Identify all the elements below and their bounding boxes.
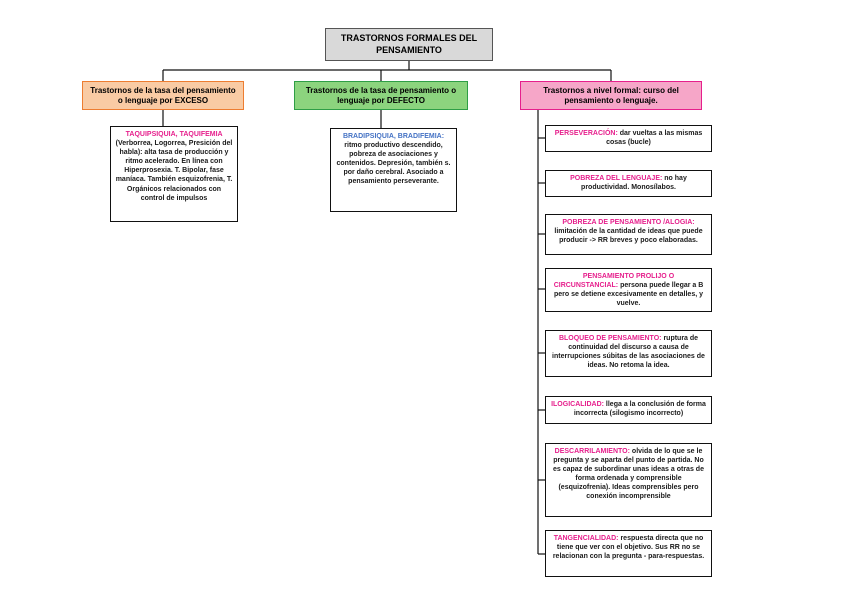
leaf-pensamiento-prolijo-title: PENSAMIENTO PROLIJO O CIRCUNSTANCIAL:: [553, 273, 675, 290]
root-node-label: TRASTORNOS FORMALES DEL PENSAMIENTO: [340, 33, 478, 55]
leaf-bradipsiquia-body: ritmo productivo descendido, pobreza de …: [336, 142, 451, 186]
leaf-taquipsiquia-title: TAQUIPSIQUIA, TAQUIFEMIA: [125, 131, 223, 138]
leaf-tangencialidad-title: TANGENCIALIDAD:: [553, 535, 619, 542]
branch-formal-label: Trastornos a nivel formal: curso del pen…: [543, 85, 679, 105]
leaf-pobreza-pensamiento-title: POBREZA DE PENSAMIENTO /ALOGIA:: [562, 219, 695, 226]
leaf-node-taquipsiquia: TAQUIPSIQUIA, TAQUIFEMIA (Verborrea, Log…: [110, 126, 238, 222]
leaf-node-pobreza-lenguaje: POBREZA DEL LENGUAJE: no hay productivid…: [545, 170, 712, 197]
leaf-pobreza-lenguaje-body: no hay productividad. Monosílabos.: [581, 175, 687, 192]
leaf-node-perseveracion: PERSEVERACIÓN: dar vueltas a las mismas …: [545, 125, 712, 152]
leaf-perseveracion-title: PERSEVERACIÓN:: [554, 130, 618, 137]
leaf-descarrilamiento-title: DESCARRILAMIENTO:: [554, 448, 630, 455]
leaf-pensamiento-prolijo-body: persona puede llegar a B pero se detiene…: [553, 282, 704, 308]
leaf-ilogicalidad-body: llega a la conclusión de forma incorrect…: [573, 401, 706, 418]
leaf-pobreza-pensamiento-body: limitación de la cantidad de ideas que p…: [554, 228, 703, 245]
leaf-bloqueo-title: BLOQUEO DE PENSAMIENTO:: [558, 335, 662, 342]
leaf-node-ilogicalidad: ILOGICALIDAD: llega a la conclusión de f…: [545, 396, 712, 424]
leaf-perseveracion-body: dar vueltas a las mismas cosas (bucle): [606, 130, 703, 147]
leaf-node-bloqueo: BLOQUEO DE PENSAMIENTO: ruptura de conti…: [545, 330, 712, 377]
leaf-descarrilamiento-body: olvida de lo que se le pregunta y se apa…: [553, 448, 704, 501]
branch-node-defecto: Trastornos de la tasa de pensamiento o l…: [294, 81, 468, 110]
branch-defecto-label: Trastornos de la tasa de pensamiento o l…: [305, 85, 457, 105]
leaf-node-bradipsiquia: BRADIPSIQUIA, BRADIFEMIA: ritmo producti…: [330, 128, 457, 212]
branch-node-exceso: Trastornos de la tasa del pensamiento o …: [82, 81, 244, 110]
leaf-node-tangencialidad: TANGENCIALIDAD: respuesta directa que no…: [545, 530, 712, 577]
leaf-ilogicalidad-title: ILOGICALIDAD:: [551, 401, 604, 408]
branch-node-formal: Trastornos a nivel formal: curso del pen…: [520, 81, 702, 110]
leaf-bloqueo-body: ruptura de continuidad del discurso a ca…: [552, 335, 705, 370]
leaf-node-pobreza-pensamiento: POBREZA DE PENSAMIENTO /ALOGIA: limitaci…: [545, 214, 712, 255]
leaf-tangencialidad-body: respuesta directa que no tiene que ver c…: [552, 535, 705, 561]
leaf-node-pensamiento-prolijo: PENSAMIENTO PROLIJO O CIRCUNSTANCIAL: pe…: [545, 268, 712, 313]
root-node-trastornos-formales: TRASTORNOS FORMALES DEL PENSAMIENTO: [325, 28, 493, 61]
leaf-bradipsiquia-title: BRADIPSIQUIA, BRADIFEMIA:: [342, 133, 445, 140]
leaf-pobreza-lenguaje-title: POBREZA DEL LENGUAJE:: [570, 175, 663, 182]
leaf-node-descarrilamiento: DESCARRILAMIENTO: olvida de lo que se le…: [545, 443, 712, 517]
leaf-taquipsiquia-body: (Verborrea, Logorrea, Presición del habl…: [115, 140, 233, 202]
branch-exceso-label: Trastornos de la tasa del pensamiento o …: [90, 85, 236, 105]
